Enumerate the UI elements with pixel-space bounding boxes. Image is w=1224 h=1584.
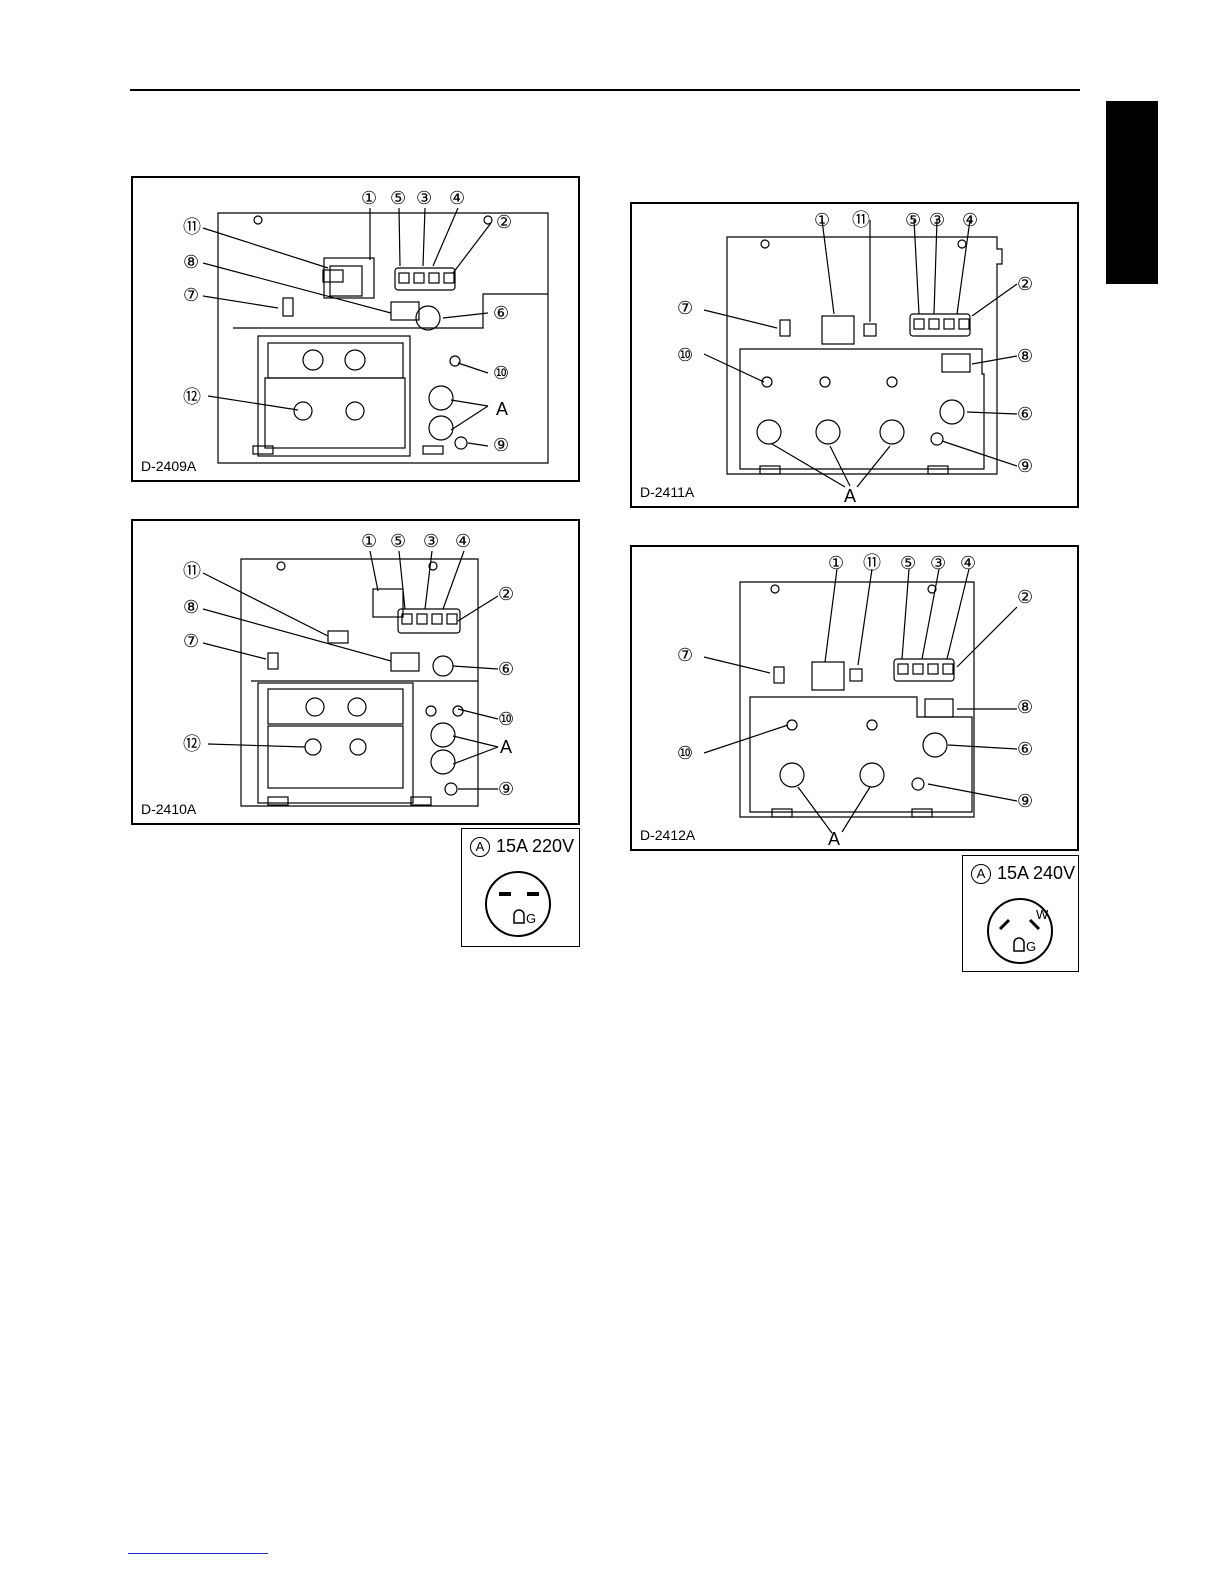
callout-7: ⑦ [183,631,199,651]
callout-3: ③ [930,553,946,573]
callout-6: ⑥ [1017,739,1033,759]
callout-7: ⑦ [183,285,199,305]
receptacle-240v-icon: G W [963,856,1080,973]
callout-2: ② [498,584,514,604]
callout-10: ⑩ [677,345,693,365]
callout-11: ⑪ [183,217,201,237]
section-tab [1106,101,1158,284]
header-rule [130,89,1080,91]
figure-d2410a: ① ⑤ ③ ④ ② ⑪ ⑧ ⑦ ⑥ ⑩ A ⑨ ⑫ D-2410A [131,519,580,825]
panel-drawing: ① ⑪ ⑤ ③ ④ ② ⑦ ⑩ ⑧ ⑥ ⑨ A [632,547,1079,851]
footer-link-rule [128,1553,268,1554]
callout-9: ⑨ [498,779,514,799]
panel-drawing: ① ⑪ ⑤ ③ ④ ② ⑦ ⑩ ⑧ ⑥ ⑨ A [632,204,1079,508]
callout-12: ⑫ [183,387,201,407]
callout-2: ② [1017,274,1033,294]
callout-6: ⑥ [498,659,514,679]
ground-label: G [526,911,536,926]
callout-8: ⑧ [1017,346,1033,366]
figure-id: D-2412A [640,827,695,843]
callout-a: A [844,486,856,506]
figure-d2411a: ① ⑪ ⑤ ③ ④ ② ⑦ ⑩ ⑧ ⑥ ⑨ A D-2411A [630,202,1079,508]
callout-5: ⑤ [900,553,916,573]
receptacle-220v-icon: G [462,829,581,948]
callout-9: ⑨ [1017,456,1033,476]
callout-4: ④ [962,210,978,230]
callout-6: ⑥ [1017,404,1033,424]
callout-8: ⑧ [183,597,199,617]
callout-a: A [496,399,508,419]
callout-9: ⑨ [493,435,509,455]
receptacle-legend-240v: A 15A 240V G W [962,855,1079,972]
panel-drawing: ① ⑤ ③ ④ ② ⑪ ⑧ ⑦ ⑥ ⑩ A ⑨ ⑫ [133,178,580,482]
callout-3: ③ [929,210,945,230]
callout-1: ① [361,188,377,208]
receptacle-legend-220v: A 15A 220V G [461,828,580,947]
callout-10: ⑩ [498,709,514,729]
callout-12: ⑫ [183,734,201,754]
figure-d2409a: ① ⑤ ③ ④ ② ⑪ ⑧ ⑦ ⑥ ⑩ A ⑨ ⑫ D-2409A [131,176,580,482]
callout-a: A [828,829,840,849]
callout-4: ④ [455,531,471,551]
callout-8: ⑧ [1017,697,1033,717]
callout-3: ③ [416,188,432,208]
callout-2: ② [1017,587,1033,607]
figure-id: D-2409A [141,458,196,474]
callout-5: ⑤ [390,531,406,551]
callout-11: ⑪ [852,210,870,230]
callout-1: ① [828,553,844,573]
callout-a: A [500,737,512,757]
callout-7: ⑦ [677,298,693,318]
callout-1: ① [814,210,830,230]
callout-6: ⑥ [493,303,509,323]
callout-5: ⑤ [905,210,921,230]
callout-11: ⑪ [863,553,881,573]
figure-id: D-2411A [640,484,694,500]
callout-10: ⑩ [493,363,509,383]
neutral-label: W [1036,907,1049,922]
callout-10: ⑩ [677,743,693,763]
callout-2: ② [496,212,512,232]
callout-9: ⑨ [1017,791,1033,811]
callout-4: ④ [449,188,465,208]
callout-11: ⑪ [183,561,201,581]
callout-7: ⑦ [677,645,693,665]
ground-label: G [1026,939,1036,954]
figure-d2412a: ① ⑪ ⑤ ③ ④ ② ⑦ ⑩ ⑧ ⑥ ⑨ A D-2412A [630,545,1079,851]
panel-drawing: ① ⑤ ③ ④ ② ⑪ ⑧ ⑦ ⑥ ⑩ A ⑨ ⑫ [133,521,580,825]
callout-8: ⑧ [183,252,199,272]
callout-5: ⑤ [390,188,406,208]
callout-3: ③ [423,531,439,551]
figure-id: D-2410A [141,801,196,817]
callout-4: ④ [960,553,976,573]
callout-1: ① [361,531,377,551]
